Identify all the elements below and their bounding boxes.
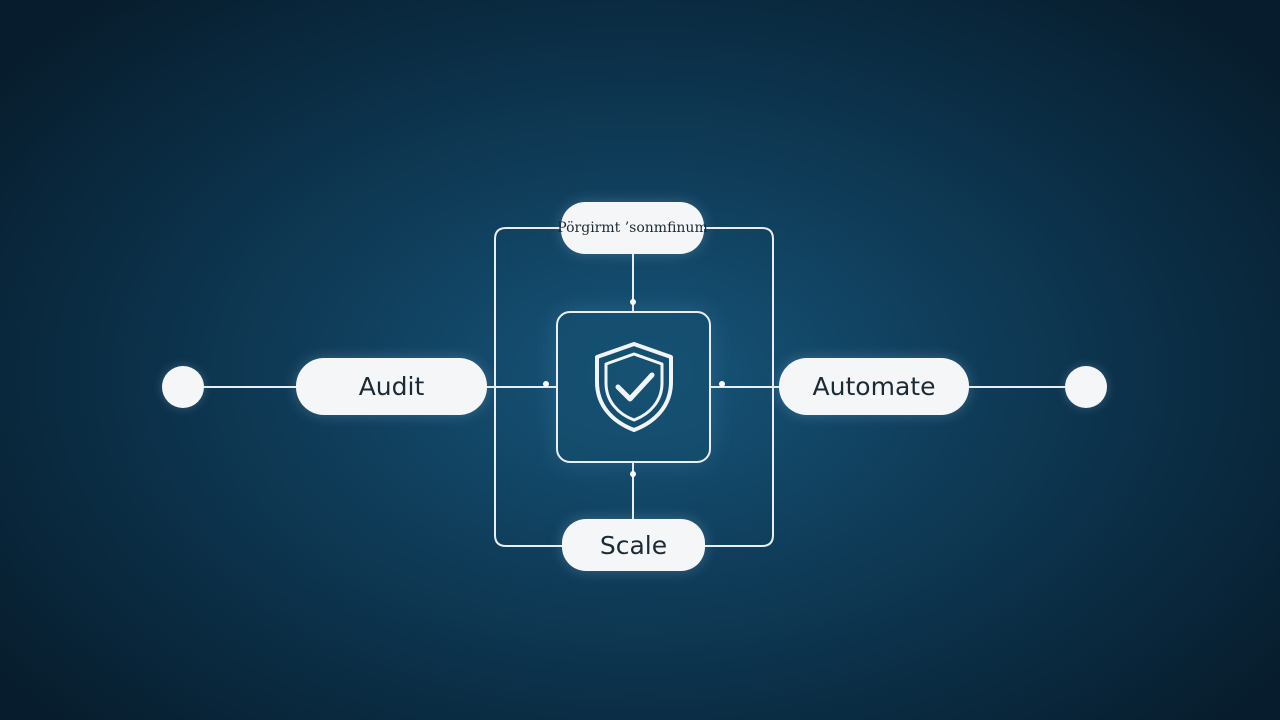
junction-right: [719, 381, 725, 387]
junction-left: [543, 381, 549, 387]
junction-bottom: [630, 471, 636, 477]
junction-top: [630, 299, 636, 305]
scale-node: Scale: [562, 519, 705, 571]
automate-node-label: Automate: [812, 372, 936, 401]
automate-node: Automate: [779, 358, 969, 415]
scale-node-label: Scale: [599, 530, 668, 560]
top-node-label: Pörgirmt ’sonmfinum: [557, 220, 708, 236]
center-security-box: [556, 311, 711, 463]
audit-node: Audit: [296, 358, 487, 415]
start-endpoint: [162, 366, 204, 408]
shield-check-icon: [595, 342, 673, 432]
top-node: Pörgirmt ’sonmfinum: [557, 202, 708, 254]
audit-node-label: Audit: [358, 372, 425, 401]
end-endpoint: [1065, 366, 1107, 408]
